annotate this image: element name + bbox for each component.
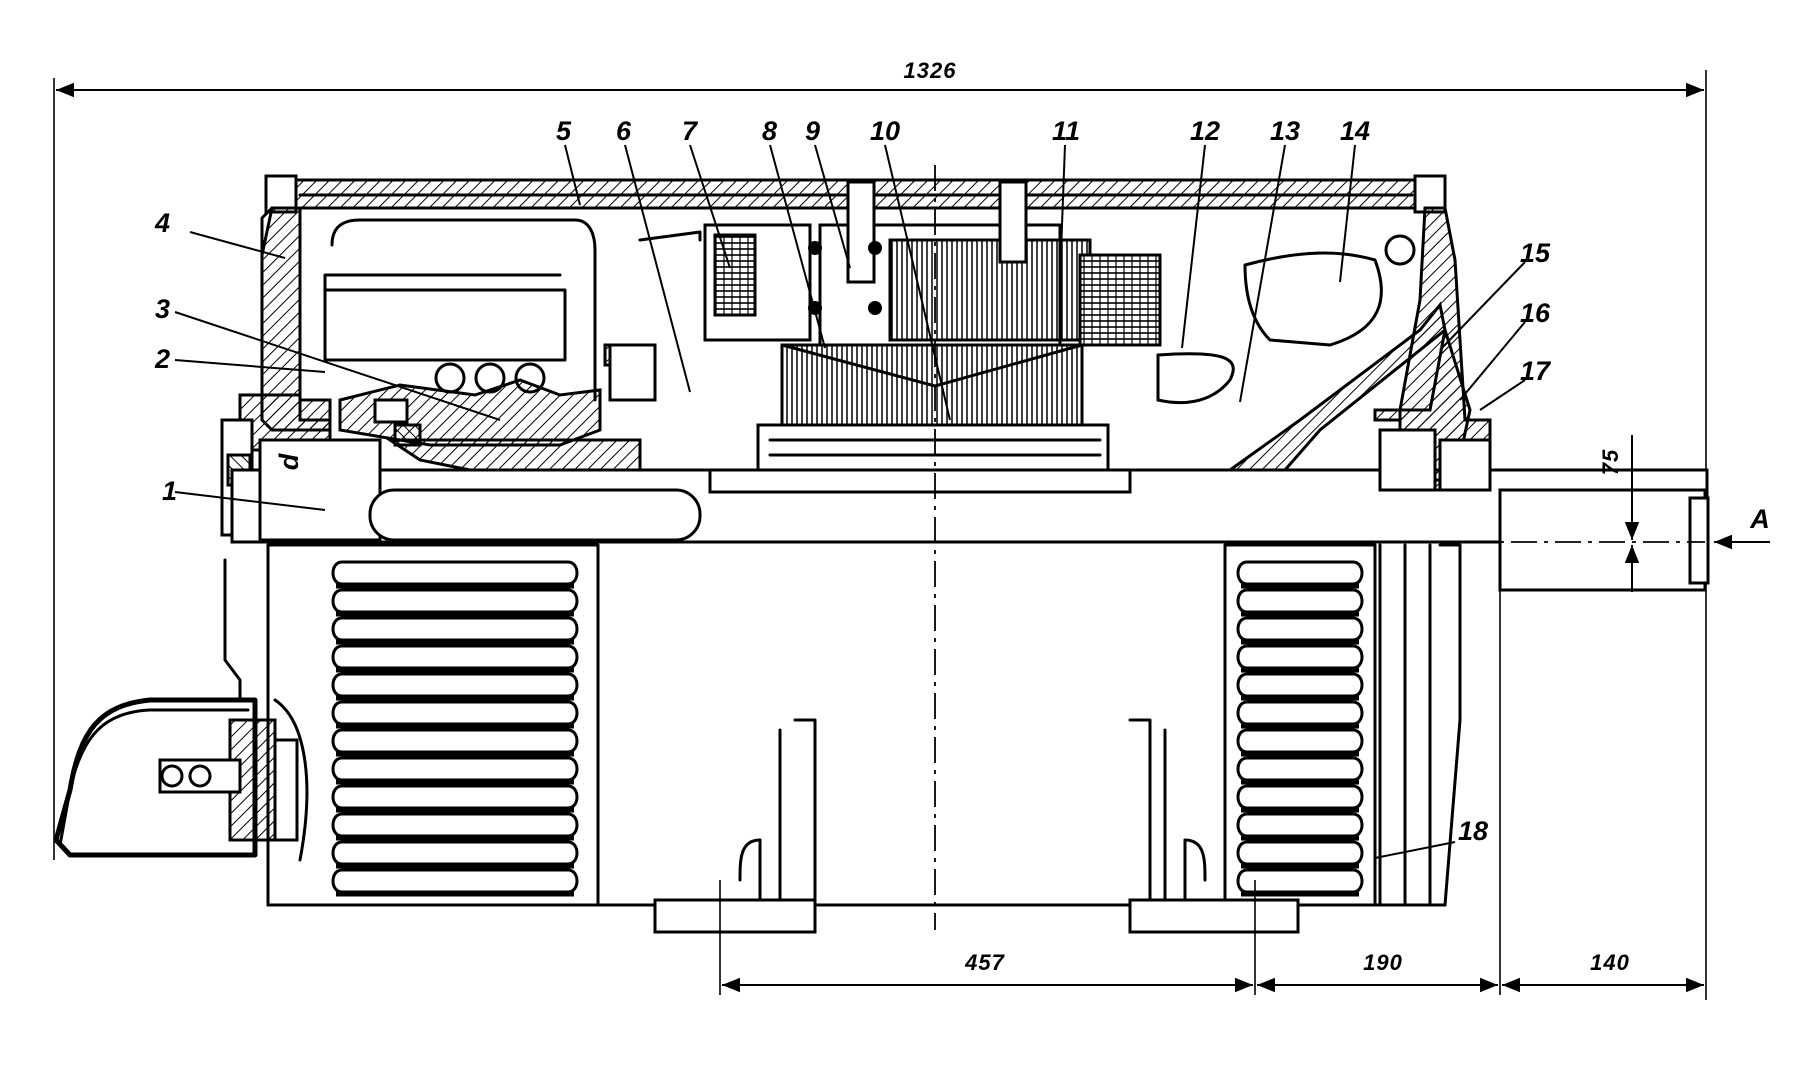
- part-label-16: 16: [1520, 298, 1551, 328]
- view-arrow: A: [1714, 504, 1770, 550]
- part-label-18: 18: [1458, 816, 1488, 846]
- vent-slot: [1236, 756, 1364, 782]
- vent-slot: [1236, 840, 1364, 866]
- part-label-4: 4: [154, 208, 170, 238]
- vent-slot: [331, 784, 579, 810]
- vent-slot: [331, 812, 579, 838]
- left-end-shield: [220, 206, 332, 537]
- vent-slot: [1236, 700, 1364, 726]
- part-label-6: 6: [616, 116, 632, 146]
- part-labels: 1 2 3 4 5 6 7 8 9 10 11 12 13 14 15 16 1…: [154, 116, 1552, 859]
- vent-slot: [331, 700, 579, 726]
- part-label-2: 2: [154, 344, 170, 374]
- right-ventilation-grille: [1223, 543, 1462, 907]
- left-ventilation-grille: [266, 543, 600, 907]
- part-label-7: 7: [682, 116, 699, 146]
- part-label-1: 1: [162, 476, 177, 506]
- part-label-8: 8: [762, 116, 777, 146]
- vent-slot: [1236, 728, 1364, 754]
- foot-to-end-label: 190: [1363, 950, 1403, 975]
- part-label-10: 10: [870, 116, 900, 146]
- shaft-height-dimension: 75: [1598, 435, 1640, 592]
- shaft-extension-label: 140: [1590, 950, 1630, 975]
- overall-length-label: 1326: [904, 58, 957, 83]
- part-label-17: 17: [1520, 356, 1552, 386]
- terminal-mark: d: [274, 453, 304, 470]
- vent-slot: [331, 616, 579, 642]
- part-label-15: 15: [1520, 238, 1551, 268]
- part-label-9: 9: [805, 116, 820, 146]
- part-label-13: 13: [1270, 116, 1300, 146]
- vent-slot: [1236, 868, 1364, 894]
- frame-body: [266, 543, 1447, 934]
- overall-dimension: 1326: [53, 58, 1707, 1000]
- armature: [708, 343, 1132, 494]
- shaft-height-label: 75: [1598, 449, 1623, 475]
- part-label-12: 12: [1190, 116, 1220, 146]
- part-label-14: 14: [1340, 116, 1370, 146]
- vent-slot: [331, 588, 579, 614]
- vent-slot: [1236, 616, 1364, 642]
- vent-slot: [331, 868, 579, 894]
- terminal-box: [53, 558, 309, 862]
- part-label-3: 3: [155, 294, 170, 324]
- vent-slot: [1236, 672, 1364, 698]
- part-label-11: 11: [1052, 116, 1080, 146]
- field-pole-assembly: [638, 180, 1162, 347]
- vent-slot: [1236, 784, 1364, 810]
- vent-slot: [331, 840, 579, 866]
- commutator-assembly: [323, 218, 657, 472]
- vent-slot: [1236, 644, 1364, 670]
- part-label-5: 5: [556, 116, 572, 146]
- vent-slot: [331, 560, 579, 586]
- bottom-dimensions: 457 190 140: [719, 590, 1704, 995]
- vent-slot: [1236, 588, 1364, 614]
- vent-slot: [331, 672, 579, 698]
- vent-slot: [1236, 560, 1364, 586]
- view-marker-label: A: [1749, 504, 1770, 534]
- vent-slot: [331, 728, 579, 754]
- vent-slot: [1236, 812, 1364, 838]
- vent-slot: [331, 644, 579, 670]
- feet-spacing-label: 457: [964, 950, 1005, 975]
- right-end-shield: [1156, 206, 1492, 492]
- vent-slot: [331, 756, 579, 782]
